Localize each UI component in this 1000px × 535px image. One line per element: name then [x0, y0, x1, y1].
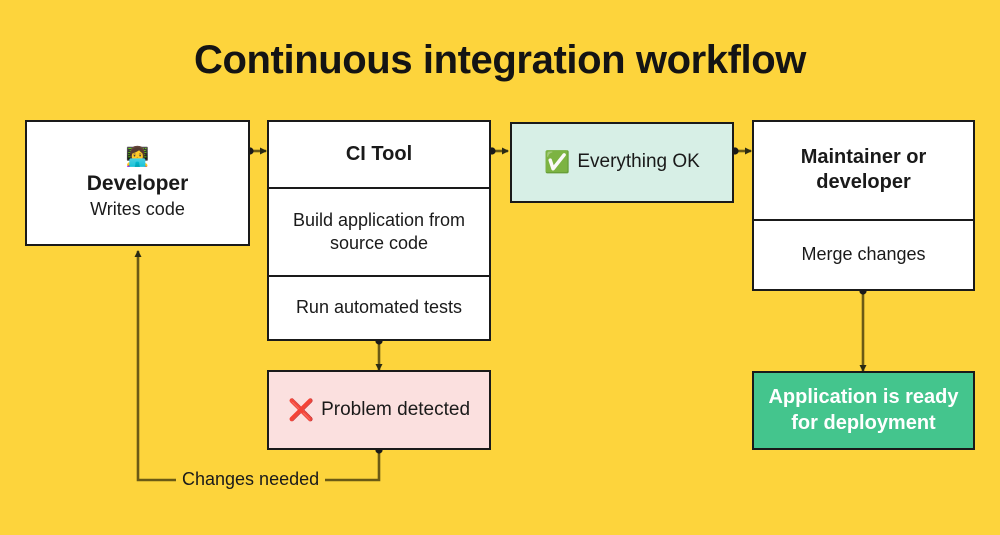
developer-subtitle: Writes code [90, 199, 185, 220]
problem-detected-label: Problem detected [321, 398, 471, 420]
check-mark-button-icon: ✅ [544, 151, 571, 174]
maintainer-action: Merge changes [754, 218, 973, 289]
edge-label-changes-needed: Changes needed [176, 468, 326, 490]
problem-detected-body: ❌ Problem detected [269, 372, 489, 448]
developer-body: 👩‍💻 Developer Writes code [27, 122, 248, 244]
ci-tool-title: CI Tool [345, 142, 413, 165]
everything-ok-body: ✅ Everything OK [512, 124, 732, 201]
node-problem-detected[interactable]: ❌ Problem detected [267, 370, 491, 450]
maintainer-title: Maintainer or developer [800, 145, 927, 194]
cross-mark-icon: ❌ [287, 398, 315, 422]
developer-title: Developer [86, 172, 189, 196]
ci-tool-step-build: Build application from source code [269, 187, 489, 275]
node-ci-tool[interactable]: CI Tool Build application from source co… [267, 120, 491, 341]
ci-tool-step-tests: Run automated tests [269, 274, 489, 339]
deployment-ready-label: Application is ready for deployment [768, 385, 959, 434]
node-everything-ok[interactable]: ✅ Everything OK [510, 122, 734, 203]
page-title: Continuous integration workflow [194, 38, 806, 82]
node-maintainer[interactable]: Maintainer or developer Merge changes [752, 120, 975, 291]
person-at-laptop-icon: 👩‍💻 [125, 147, 150, 169]
everything-ok-label: Everything OK [577, 151, 700, 173]
node-deployment-ready[interactable]: Application is ready for deployment [752, 371, 975, 450]
node-developer[interactable]: 👩‍💻 Developer Writes code [25, 120, 250, 246]
